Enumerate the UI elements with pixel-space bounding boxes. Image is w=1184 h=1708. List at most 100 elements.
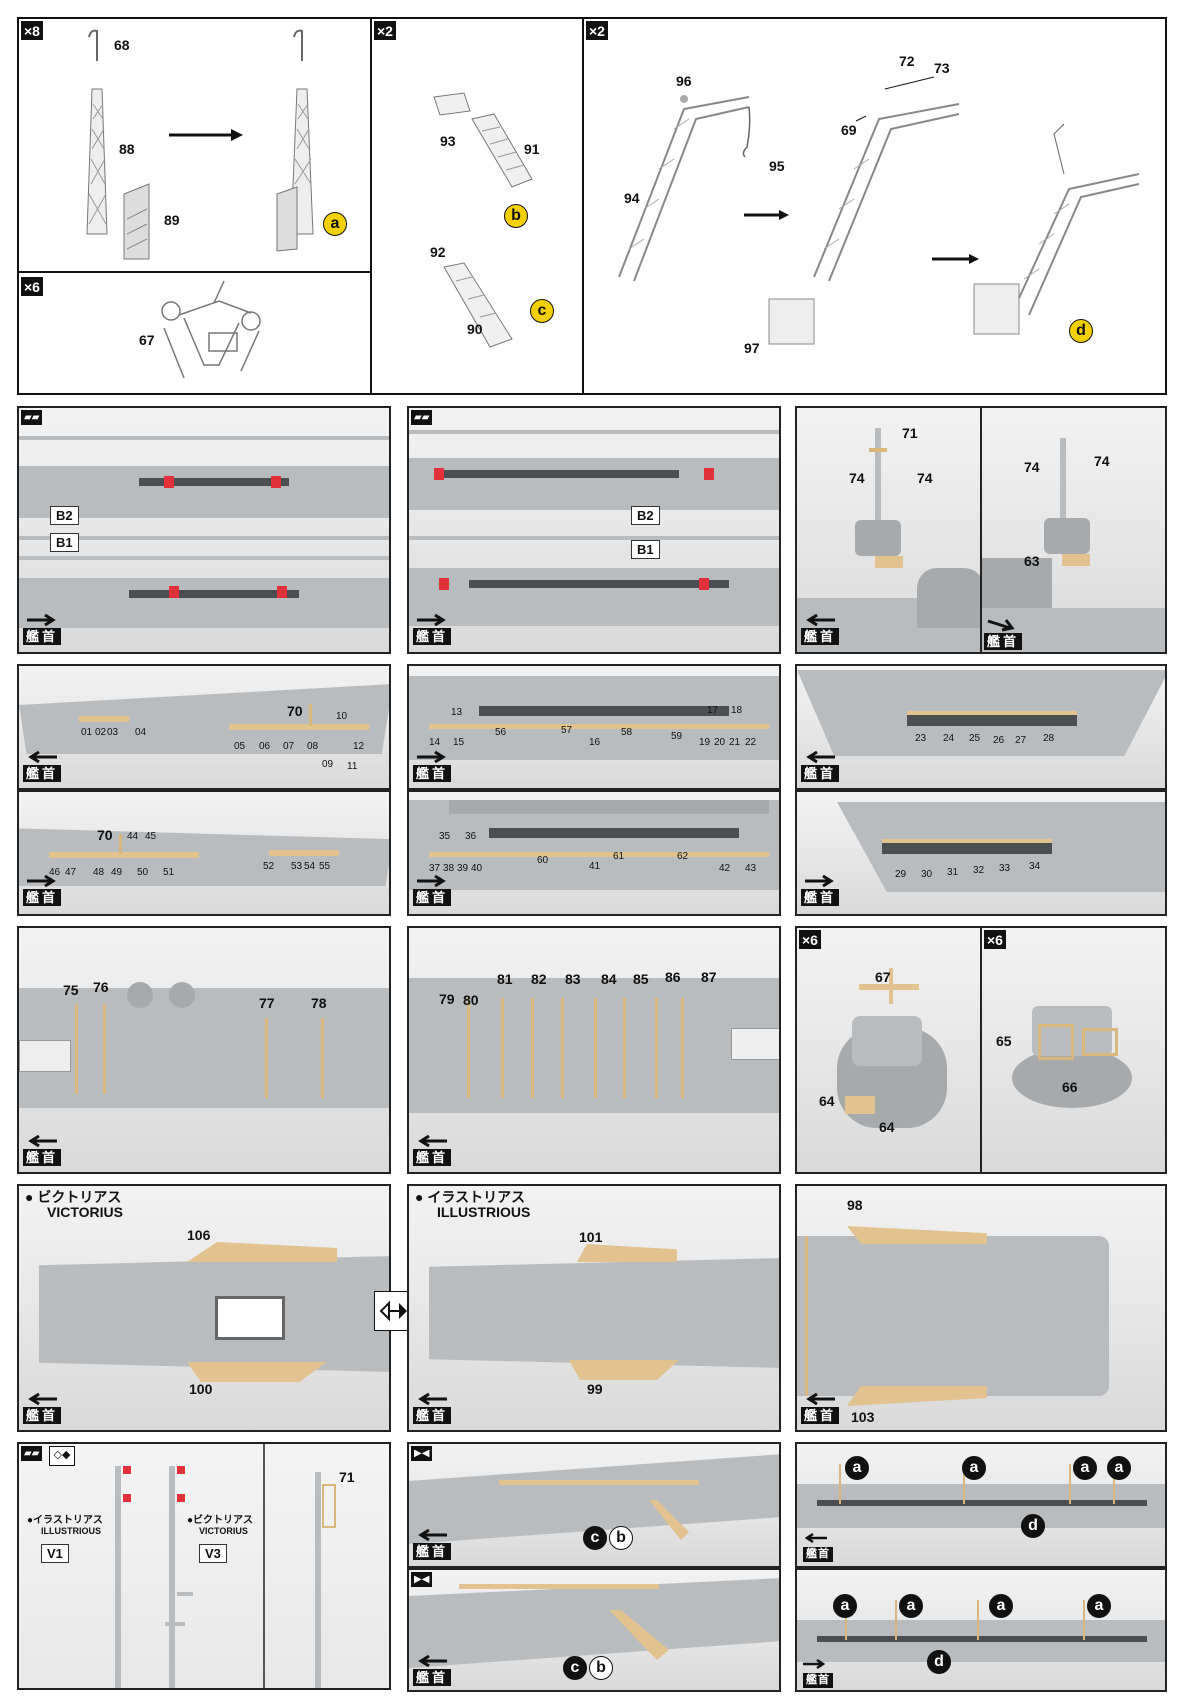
part-label: 37 [429, 863, 441, 874]
part-label: 02 [95, 727, 107, 738]
result-marker-c: c [583, 1526, 607, 1550]
photo-masts: ▰▰ ◇◆ ●イラストリアス ILLUSTRIOUS V1 ●ビクトリアス VI… [17, 1442, 391, 1690]
part-label: 74 [849, 470, 865, 486]
bow-indicator: 艦首 [413, 1392, 452, 1424]
part-label: 83 [565, 971, 581, 987]
result-marker-a: a [1073, 1456, 1097, 1480]
part-label: 53 [291, 861, 303, 872]
part-label: 33 [999, 863, 1011, 874]
part-label: 44 [127, 831, 139, 842]
part-label: 24 [943, 733, 955, 744]
result-marker-a: a [323, 212, 347, 236]
part-label: 82 [531, 971, 547, 987]
part-label: 58 [621, 727, 633, 738]
bow-indicator: 艦首 [413, 1528, 452, 1560]
part-label: 62 [677, 851, 689, 862]
part-label: 87 [701, 969, 717, 985]
bow-indicator: 艦首 [801, 613, 840, 645]
part-label: 78 [311, 995, 327, 1011]
bow-indicator: 艦首 [23, 1134, 62, 1166]
result-marker-a: a [962, 1456, 986, 1480]
photo-island-b: 74 74 63 艦首 [980, 406, 1167, 654]
part-label: 28 [1043, 733, 1055, 744]
part-label: 05 [234, 741, 246, 752]
part-label: 36 [465, 831, 477, 842]
part-label: 106 [187, 1227, 211, 1243]
part-label: 16 [589, 737, 601, 748]
part-label: 47 [65, 867, 77, 878]
bow-indicator: 艦首 [23, 1392, 62, 1424]
photo-stern-deck: 98 103 艦首 [795, 1184, 1167, 1432]
photo-bow-a: 23 24 25 26 27 28 艦首 [795, 664, 1167, 790]
mast-variant-victorious: ●ビクトリアス VICTORIUS [187, 1515, 254, 1536]
photo-icon: ▰▰ [21, 410, 43, 425]
bow-indicator: 艦首 [984, 618, 1023, 650]
count-badge: ×2 [586, 21, 608, 40]
photo-sprue-mid: ▰▰ B2 B1 艦首 [407, 406, 781, 654]
part-label: 27 [1015, 735, 1027, 746]
photo-ladder-install-top: ▶◀ c b 艦首 [407, 1442, 781, 1568]
part-label: 12 [353, 741, 365, 752]
part-label: 66 [1062, 1079, 1078, 1095]
result-marker-a: a [845, 1456, 869, 1480]
bow-indicator: 艦首 [801, 1392, 840, 1424]
photo-icon: ▰▰ [411, 410, 433, 425]
photo-icon: ▶◀ [411, 1572, 433, 1587]
photo-ladder-install-bot: ▶◀ c b 艦首 [407, 1568, 781, 1692]
sprue-tag: B1 [50, 533, 79, 552]
part-label: 63 [1024, 553, 1040, 569]
part-label: 65 [996, 1033, 1012, 1049]
part-label: 64 [819, 1093, 835, 1109]
variant-title: ● イラストリアス ILLUSTRIOUS [415, 1189, 531, 1220]
result-marker-b: b [609, 1526, 633, 1550]
part-label: 50 [137, 867, 149, 878]
part-label: 74 [1094, 453, 1110, 469]
part-label: 71 [902, 425, 918, 441]
part-label: 69 [841, 122, 857, 138]
bow-indicator: 艦首 [23, 613, 62, 645]
part-label: 55 [319, 861, 331, 872]
photo-victorious-deck: ● ビクトリアス VICTORIUS 106 100 艦首 [17, 1184, 391, 1432]
part-label: 52 [263, 861, 275, 872]
part-label: 48 [93, 867, 105, 878]
part-label: 32 [973, 865, 985, 876]
part-label: 03 [107, 727, 119, 738]
part-label: 74 [917, 470, 933, 486]
result-marker-a: a [989, 1594, 1013, 1618]
part-label: 42 [719, 863, 731, 874]
panel-mast-assembly: ×8 68 88 89 a [17, 17, 372, 273]
part-label: 19 [699, 737, 711, 748]
photo-hull-side-b-top: 13 14 15 56 57 16 58 59 17 18 19 20 21 2… [407, 664, 781, 790]
lattice-mast-drawing [86, 29, 314, 260]
sprue-tag: V1 [41, 1544, 69, 1563]
part-label: 20 [714, 737, 726, 748]
part-label: 101 [579, 1229, 603, 1245]
part-label: 74 [1024, 459, 1040, 475]
crane-drawing [618, 76, 1140, 345]
part-label: 34 [1029, 861, 1041, 872]
part-label: 70 [287, 703, 303, 719]
result-marker-c: c [563, 1656, 587, 1680]
count-badge: ×8 [21, 21, 43, 40]
part-label: 100 [189, 1381, 213, 1397]
part-label: 06 [259, 741, 271, 752]
part-label: 88 [119, 141, 135, 157]
part-label: 45 [145, 831, 157, 842]
panel-gun-director: ×6 67 [17, 271, 372, 395]
photo-mast-install-top: a a a a d 艦首 [795, 1442, 1167, 1568]
result-marker-d: d [1069, 319, 1093, 343]
photo-sprue-left: ▰▰ B2 B1 艦首 [17, 406, 391, 654]
bow-indicator: 艦首 [413, 1134, 452, 1166]
part-label: 79 [439, 991, 455, 1007]
result-marker-a: a [833, 1594, 857, 1618]
photo-icon: ▰▰ [21, 1446, 43, 1461]
part-label: 31 [947, 867, 959, 878]
part-label: 67 [875, 969, 891, 985]
photo-pompom-a: ×6 67 64 64 [795, 926, 982, 1174]
part-label: 46 [49, 867, 61, 878]
part-label: 38 [443, 863, 455, 874]
photo-hull-side-a-bot: 70 44 45 46 47 48 49 50 51 52 53 54 55 艦… [17, 790, 391, 916]
part-label: 67 [139, 332, 155, 348]
panel-crane: ×2 96 94 95 72 73 69 97 d [582, 17, 1167, 395]
photo-mast-install-bot: a a a a d 艦首 [795, 1568, 1167, 1692]
